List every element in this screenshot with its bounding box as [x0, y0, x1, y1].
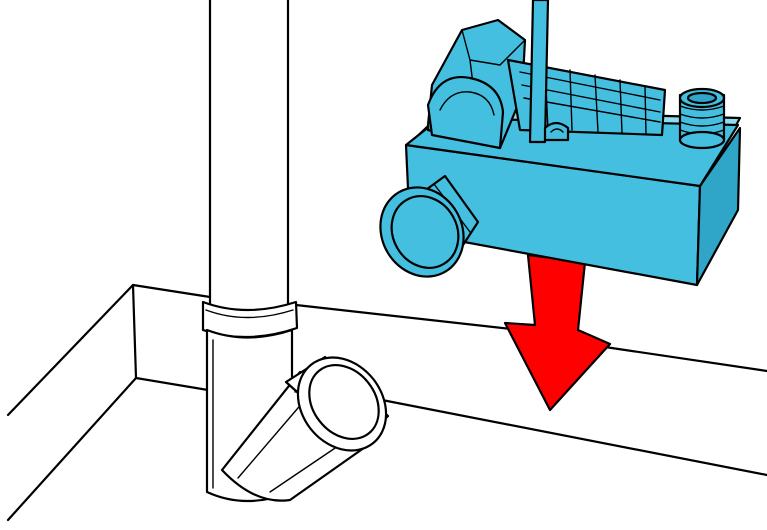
down-arrow-icon — [503, 253, 612, 412]
threaded-outlet — [678, 87, 726, 150]
basin-outline — [6, 283, 767, 522]
threaded-inlet — [379, 174, 480, 278]
drain-pipe — [201, 0, 390, 503]
sump-pump-icon — [379, 0, 742, 287]
float-rod — [528, 0, 570, 144]
